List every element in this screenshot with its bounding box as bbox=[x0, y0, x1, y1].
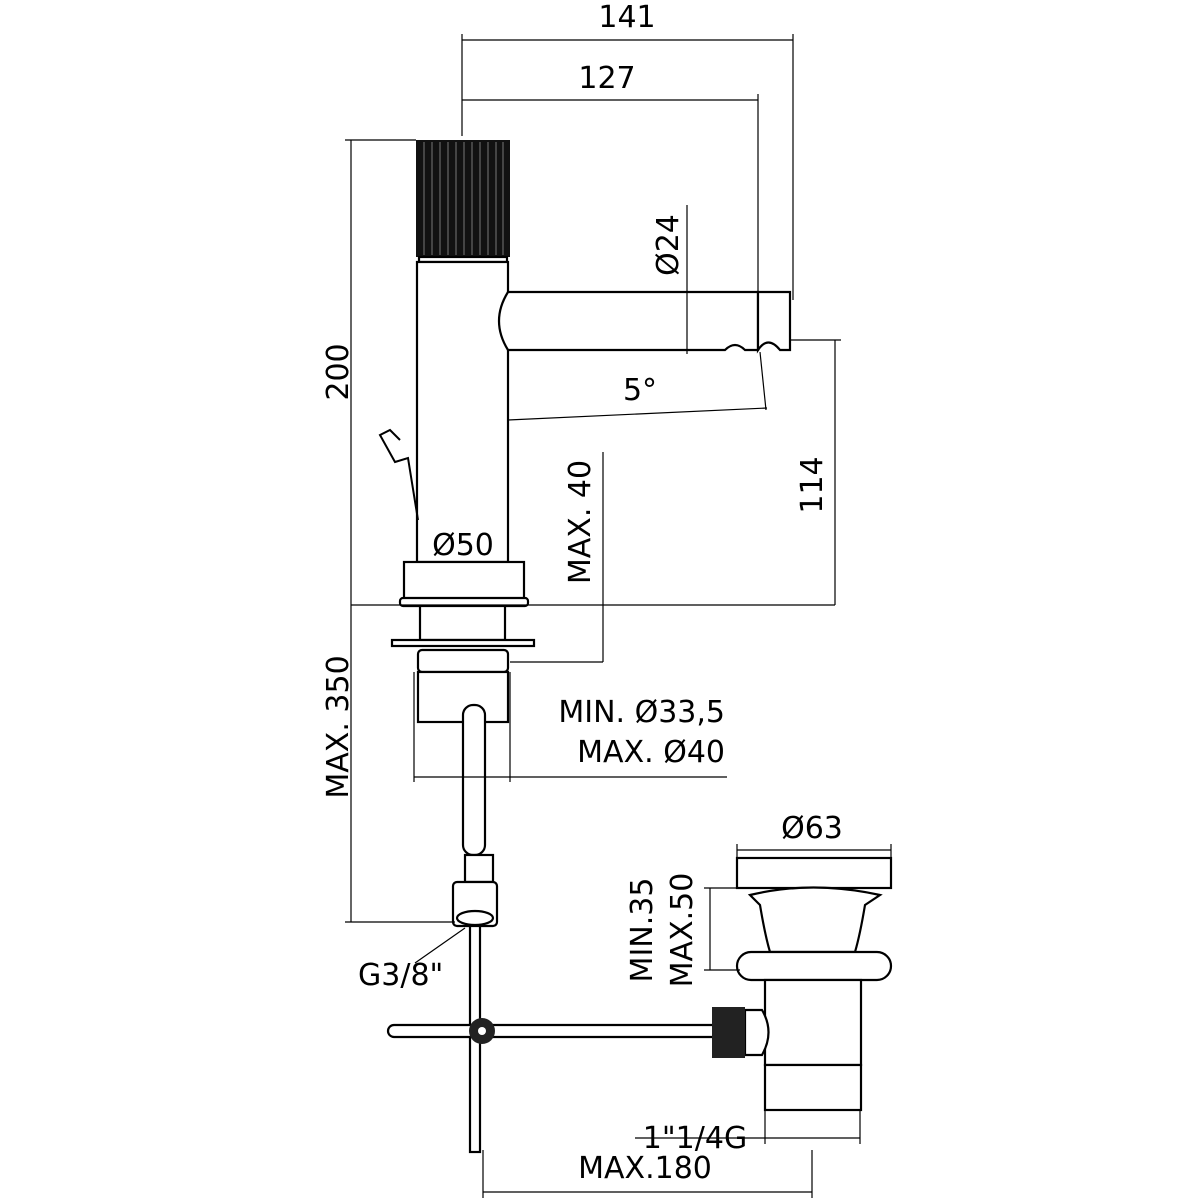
dim-max-350-label: MAX. 350 bbox=[321, 655, 356, 798]
dim-127: 127 bbox=[462, 61, 759, 300]
dim-waste-range: MIN.35 MAX.50 bbox=[625, 873, 750, 988]
dim-max-40-label: MAX. 40 bbox=[563, 460, 598, 584]
faucet-body bbox=[378, 140, 792, 928]
hole-max-label: MAX. Ø40 bbox=[577, 735, 725, 770]
dim-114: 114 bbox=[790, 339, 841, 605]
dim-g38: G3/8" bbox=[358, 927, 466, 993]
dim-max-180-label: MAX.180 bbox=[578, 1151, 712, 1186]
dim-63: Ø63 bbox=[736, 811, 892, 858]
spout bbox=[498, 290, 760, 352]
popup-lever bbox=[378, 428, 419, 521]
g38-label: G3/8" bbox=[358, 958, 443, 993]
hole-min-label: MIN. Ø33,5 bbox=[558, 695, 725, 730]
dim-hole: MIN. Ø33,5 MAX. Ø40 bbox=[413, 672, 727, 782]
dim-200-label: 200 bbox=[321, 343, 356, 400]
dim-24-label: Ø24 bbox=[651, 214, 686, 276]
dim-200: 200 bbox=[321, 139, 416, 605]
dim-50-label: Ø50 bbox=[432, 528, 494, 563]
dim-127-label: 127 bbox=[578, 61, 635, 96]
dim-waste-thread: 1"1/4G bbox=[635, 1110, 861, 1156]
waste-thread-label: 1"1/4G bbox=[643, 1121, 747, 1156]
dim-141: 141 bbox=[461, 0, 794, 300]
supply-hose bbox=[461, 703, 487, 857]
dim-angle-5: 5° bbox=[507, 351, 768, 421]
dim-max-180: MAX.180 bbox=[482, 1150, 813, 1198]
dim-max-40: MAX. 40 bbox=[510, 452, 604, 663]
dim-5-label: 5° bbox=[623, 373, 657, 408]
knurled-nut bbox=[712, 1007, 745, 1058]
popup-waste bbox=[712, 856, 893, 1112]
dim-max-350: MAX. 350 bbox=[321, 605, 455, 923]
dim-63-label: Ø63 bbox=[781, 811, 843, 846]
dim-114-label: 114 bbox=[795, 456, 830, 513]
waste-max-label: MAX.50 bbox=[665, 873, 700, 988]
dim-diameter-24: Ø24 bbox=[651, 205, 688, 354]
waste-min-label: MIN.35 bbox=[625, 878, 660, 983]
dim-141-label: 141 bbox=[598, 0, 655, 35]
